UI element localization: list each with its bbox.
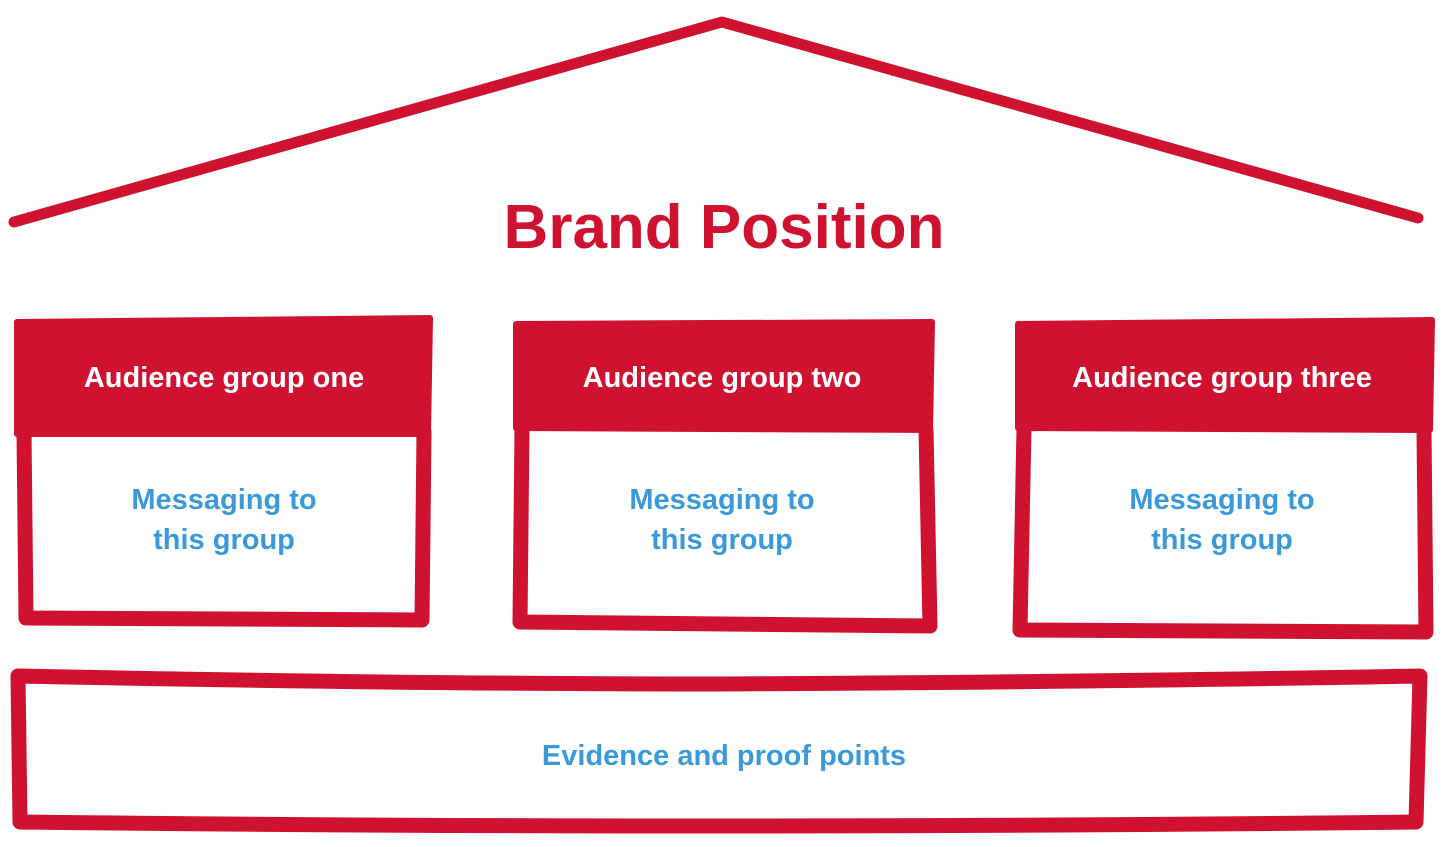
message-line-2: this group (153, 524, 295, 556)
box-two-frame (512, 420, 938, 634)
message-line-1: Messaging to (131, 484, 317, 516)
message-line-2: this group (1151, 524, 1293, 556)
audience-group-one-heading: Audience group one (83, 362, 365, 394)
message-line-1: Messaging to (629, 484, 815, 516)
audience-group-three-heading: Audience group three (1072, 362, 1372, 394)
audience-group-two-heading: Audience group two (582, 362, 862, 394)
box-three-frame (1012, 420, 1434, 640)
roof (8, 16, 1424, 228)
box-one-frame (16, 424, 432, 628)
audience-group-one-message: Messaging to this group (24, 480, 424, 560)
brand-position-title: Brand Position (503, 193, 945, 262)
audience-group-three-message: Messaging to this group (1022, 480, 1422, 560)
foundation-label: Evidence and proof points (541, 740, 907, 772)
message-line-1: Messaging to (1129, 484, 1315, 516)
foundation-frame (10, 668, 1428, 834)
message-line-2: this group (651, 524, 793, 556)
audience-group-two-message: Messaging to this group (522, 480, 922, 560)
